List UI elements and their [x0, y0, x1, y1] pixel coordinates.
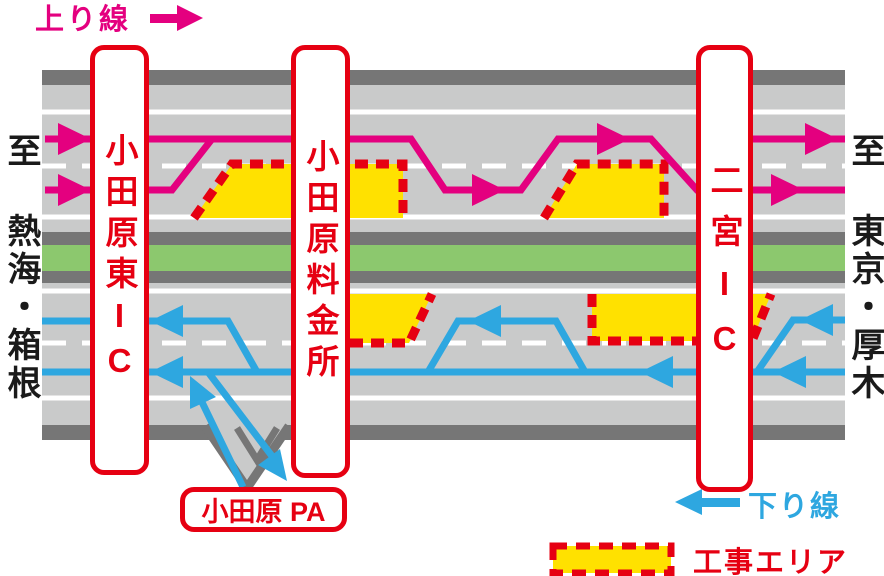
up-line-arrow-icon: [150, 5, 203, 31]
facility-box-odawara-higashi-ic: 小田原東IC: [90, 45, 149, 475]
up-line-arrowheads: [58, 123, 838, 206]
down-line-arrowheads: [150, 304, 833, 481]
destination-right-label: 至 東京・厚木: [846, 133, 884, 403]
down-line-label: 下り線: [748, 491, 842, 523]
pa-entry-arrowhead: [258, 449, 287, 481]
pa-entry-line: [205, 369, 278, 463]
destination-left-label: 至 熱海・箱根: [2, 133, 40, 403]
facility-box-odawara-pa: 小田原 PA: [180, 487, 347, 532]
up-line-label: 上り線: [35, 4, 132, 36]
up-line-flow: [45, 123, 845, 206]
construction-area-2: [540, 159, 669, 221]
facility-box-odawara-tollgate: 小田原料金所: [291, 45, 350, 478]
facility-label: 二宮IC: [706, 162, 743, 375]
facility-label: 小田原 PA: [201, 497, 326, 527]
pa-exit-line: [196, 396, 247, 489]
construction-area-3: [350, 292, 437, 348]
facility-box-ninomiya-ic: 二宮IC: [696, 45, 753, 492]
construction-area-swatch: [549, 542, 675, 576]
facility-label: 小田原料金所: [302, 138, 339, 385]
facility-label: 小田原東IC: [101, 133, 138, 387]
pa-exit-arrowhead: [190, 376, 216, 409]
down-line-arrow-icon: [675, 489, 740, 515]
construction-area-label: 工事エリア: [693, 547, 849, 576]
